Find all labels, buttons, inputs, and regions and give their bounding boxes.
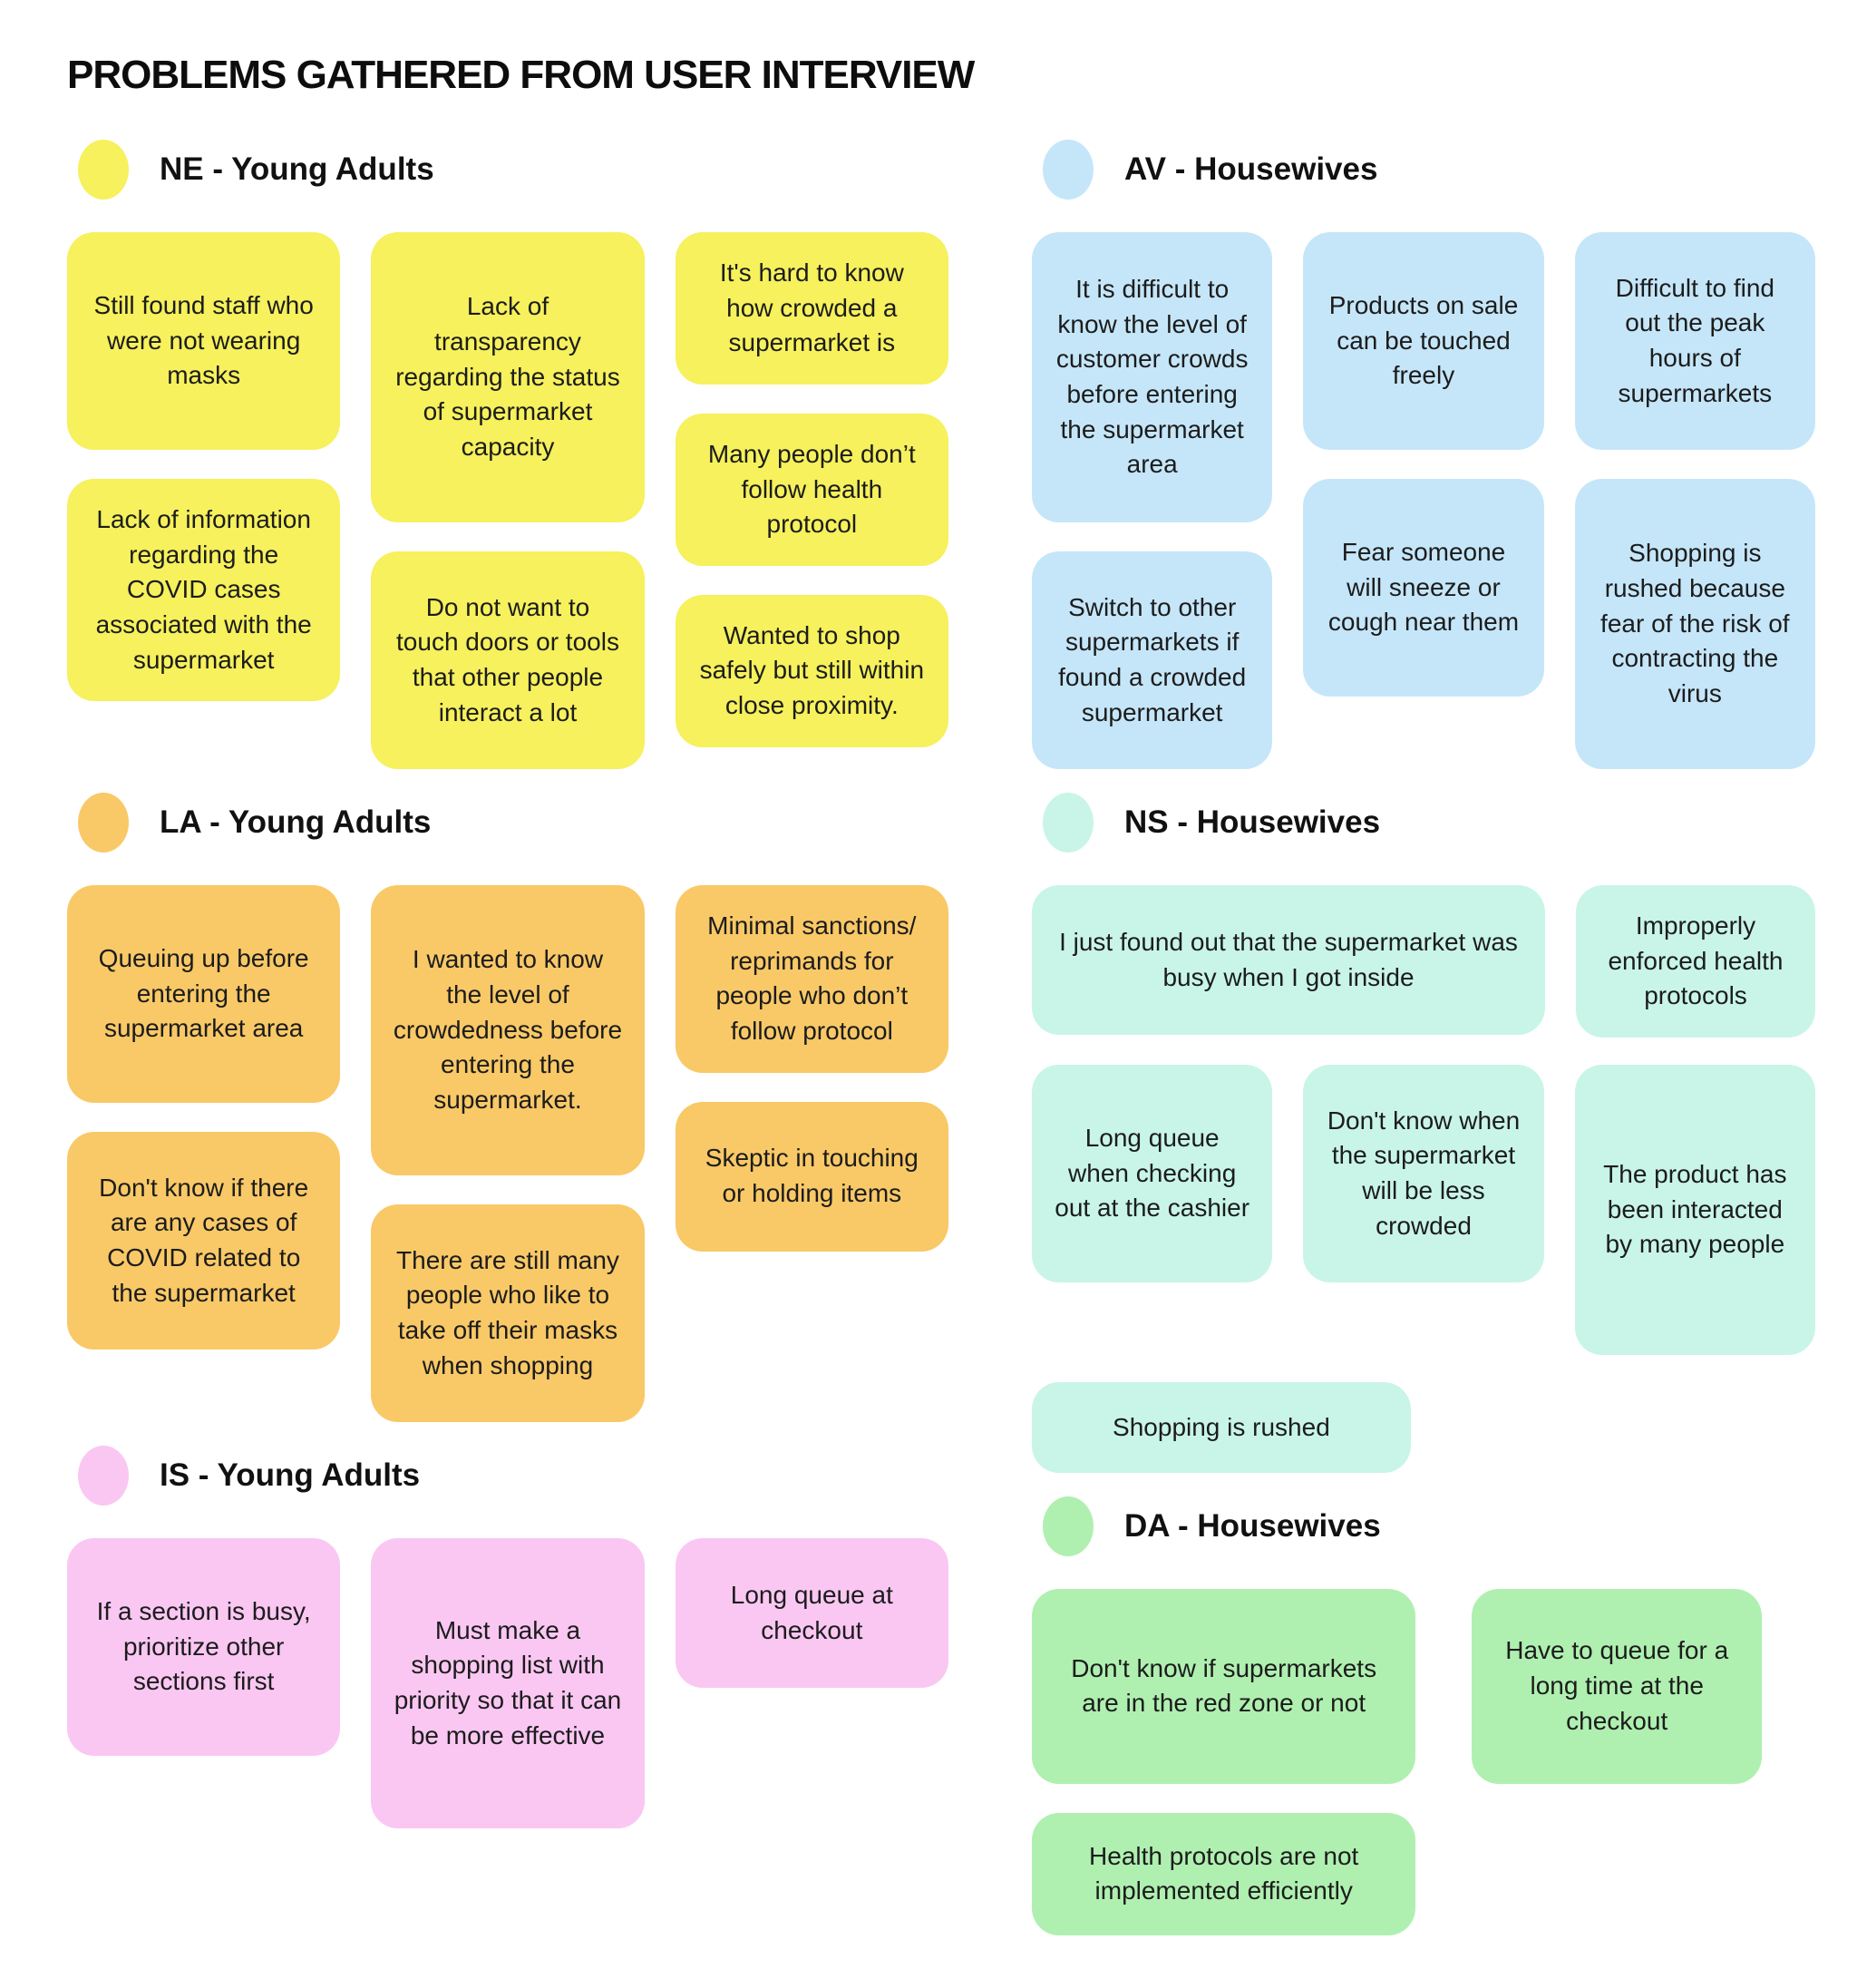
sticky-note[interactable]: Skeptic in touching or holding items — [675, 1101, 948, 1252]
section-da-row-bottom: Health protocols are not implemented eff… — [1032, 1812, 1815, 1935]
da-color-dot — [1043, 1496, 1094, 1556]
sticky-note[interactable]: Minimal sanctions/ reprimands for people… — [675, 885, 948, 1073]
sticky-note[interactable]: Shopping is rushed because fear of the r… — [1574, 479, 1815, 769]
sticky-note[interactable]: Difficult to find out the peak hours of … — [1574, 232, 1815, 450]
sticky-note[interactable]: Switch to other supermarkets if found a … — [1032, 551, 1273, 769]
sticky-note[interactable]: Long queue when checking out at the cash… — [1032, 1064, 1273, 1282]
sticky-note[interactable]: Lack of transparency regarding the statu… — [371, 232, 645, 522]
la-color-dot — [78, 793, 129, 853]
section-is-label: IS - Young Adults — [160, 1457, 421, 1493]
section-da-label: DA - Housewives — [1124, 1507, 1381, 1544]
section-is: IS - Young Adults If a section is busy, … — [67, 1446, 948, 1828]
sticky-note[interactable]: Queuing up before entering the supermark… — [67, 885, 341, 1103]
sticky-note[interactable]: Still found staff who were not wearing m… — [67, 232, 341, 450]
section-ns-label: NS - Housewives — [1124, 804, 1381, 840]
ns-color-dot — [1043, 793, 1094, 853]
sticky-note[interactable]: I just found out that the supermarket wa… — [1032, 885, 1545, 1035]
section-av-header: AV - Housewives — [1043, 140, 1815, 200]
sticky-note[interactable]: It's hard to know how crowded a supermar… — [675, 232, 948, 385]
section-ns: NS - Housewives I just found out that th… — [1032, 793, 1815, 1473]
section-ns-row-top: I just found out that the supermarket wa… — [1032, 885, 1815, 1038]
section-ns-row-bottom: Long queue when checking out at the cash… — [1032, 1064, 1815, 1473]
page-title: PROBLEMS GATHERED FROM USER INTERVIEW — [67, 53, 975, 97]
sticky-note[interactable]: Many people don’t follow health protocol — [675, 413, 948, 566]
section-is-header: IS - Young Adults — [78, 1446, 948, 1506]
section-is-notes: If a section is busy, prioritize other s… — [67, 1538, 948, 1828]
section-la: LA - Young Adults Queuing up before ente… — [67, 793, 948, 1422]
sticky-note[interactable]: Don't know if there are any cases of COV… — [67, 1132, 341, 1350]
section-ns-header: NS - Housewives — [1043, 793, 1815, 853]
sticky-note[interactable]: Must make a shopping list with priority … — [371, 1538, 645, 1828]
sticky-note[interactable]: Improperly enforced health protocols — [1576, 885, 1815, 1038]
section-la-notes: Queuing up before entering the supermark… — [67, 885, 948, 1422]
board-column-left: NE - Young Adults Still found staff who … — [67, 140, 948, 1852]
ne-color-dot — [78, 140, 129, 200]
section-ne-header: NE - Young Adults — [78, 140, 948, 200]
av-color-dot — [1043, 140, 1094, 200]
sticky-note[interactable]: Don't know when the supermarket will be … — [1303, 1064, 1544, 1282]
sticky-note[interactable]: Shopping is rushed — [1032, 1381, 1411, 1473]
sticky-note[interactable]: Fear someone will sneeze or cough near t… — [1303, 479, 1544, 697]
section-av-notes: It is difficult to know the level of cus… — [1032, 232, 1815, 769]
section-ne-label: NE - Young Adults — [160, 151, 434, 187]
section-da-row-top: Don't know if supermarkets are in the re… — [1032, 1588, 1815, 1784]
section-av: AV - Housewives It is difficult to know … — [1032, 140, 1815, 769]
section-da: DA - Housewives Don't know if supermarke… — [1032, 1496, 1815, 1964]
sticky-note[interactable]: Have to queue for a long time at the che… — [1472, 1588, 1763, 1784]
sticky-note[interactable]: Do not want to touch doors or tools that… — [371, 551, 645, 769]
section-av-label: AV - Housewives — [1124, 151, 1378, 187]
sticky-note[interactable]: Don't know if supermarkets are in the re… — [1032, 1588, 1416, 1784]
section-da-header: DA - Housewives — [1043, 1496, 1815, 1556]
section-ne-notes: Still found staff who were not wearing m… — [67, 232, 948, 769]
sticky-note[interactable]: The product has been interacted by many … — [1574, 1064, 1815, 1355]
affinity-board: NE - Young Adults Still found staff who … — [0, 140, 1857, 1988]
is-color-dot — [78, 1446, 129, 1506]
sticky-note[interactable]: Long queue at checkout — [675, 1538, 948, 1688]
sticky-note[interactable]: There are still many people who like to … — [371, 1204, 645, 1422]
sticky-note[interactable]: Health protocols are not implemented eff… — [1032, 1812, 1416, 1935]
sticky-note[interactable]: I wanted to know the level of crowdednes… — [371, 885, 645, 1175]
sticky-note[interactable]: Lack of information regarding the COVID … — [67, 479, 341, 702]
sticky-note[interactable]: It is difficult to know the level of cus… — [1032, 232, 1273, 522]
sticky-note[interactable]: Products on sale can be touched freely — [1303, 232, 1544, 450]
section-ne: NE - Young Adults Still found staff who … — [67, 140, 948, 769]
section-la-label: LA - Young Adults — [160, 804, 432, 840]
board-column-right: AV - Housewives It is difficult to know … — [1032, 140, 1815, 1988]
sticky-note[interactable]: If a section is busy, prioritize other s… — [67, 1538, 341, 1756]
sticky-note[interactable]: Wanted to shop safely but still within c… — [675, 594, 948, 747]
section-la-header: LA - Young Adults — [78, 793, 948, 853]
